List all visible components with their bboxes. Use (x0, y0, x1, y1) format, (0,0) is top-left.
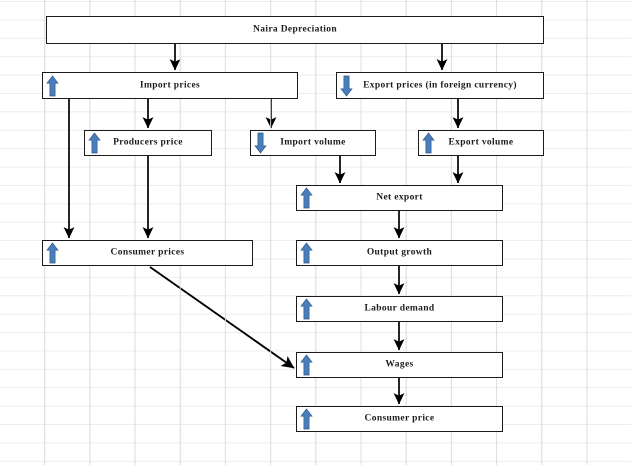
node-consumer-price[interactable]: Consumer price (296, 406, 503, 432)
node-labour-demand[interactable]: Labour demand (296, 296, 503, 322)
arrow-up-icon (422, 132, 435, 154)
node-label: Export volume (448, 137, 514, 148)
arrow-down-icon (340, 75, 353, 97)
arrow-up-icon (300, 408, 313, 430)
arrow-up-icon (300, 242, 313, 264)
arrow-up-icon (88, 132, 101, 154)
node-label: Net export (376, 192, 423, 203)
node-naira-depreciation[interactable]: Naira Depreciation (46, 16, 544, 44)
node-label: Consumer price (364, 413, 435, 424)
node-export-prices[interactable]: Export prices (in foreign currency) (336, 72, 544, 99)
node-label: Wages (385, 359, 414, 370)
arrow-up-icon (300, 187, 313, 209)
node-import-volume[interactable]: Import volume (250, 130, 376, 156)
node-import-prices[interactable]: Import prices (42, 72, 298, 99)
node-label: Producers price (113, 137, 183, 148)
node-producers-price[interactable]: Producers price (84, 130, 212, 156)
node-label: Output growth (366, 247, 433, 258)
node-label: Import prices (139, 80, 201, 90)
node-wages[interactable]: Wages (296, 352, 503, 378)
arrow-up-icon (46, 242, 59, 264)
node-label: Naira Depreciation (253, 24, 337, 35)
arrow-up-icon (300, 298, 313, 320)
connector-consumer-prices-to-wages (149, 266, 295, 369)
node-label: Labour demand (364, 303, 435, 314)
arrow-down-icon (254, 132, 267, 154)
node-consumer-prices[interactable]: Consumer prices (42, 240, 253, 266)
arrow-up-icon (300, 354, 313, 376)
node-label: Import volume (280, 137, 346, 148)
node-net-export[interactable]: Net export (296, 185, 503, 211)
node-export-volume[interactable]: Export volume (418, 130, 544, 156)
node-output-growth[interactable]: Output growth (296, 240, 503, 266)
node-label: Consumer prices (110, 247, 185, 258)
node-label: Export prices (in foreign currency) (363, 80, 517, 90)
connector-lines (63, 44, 464, 405)
arrow-up-icon (46, 74, 59, 97)
